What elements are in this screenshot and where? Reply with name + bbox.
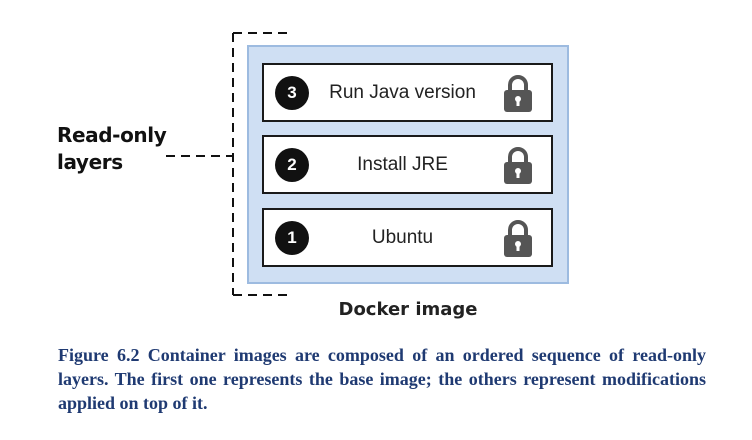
layer-1: 1 Ubuntu — [262, 208, 553, 267]
lock-icon — [504, 75, 532, 112]
figure-caption: Figure 6.2 Container images are composed… — [58, 345, 706, 413]
layer-number-badge: 2 — [275, 148, 309, 182]
layer-label: Ubuntu — [371, 226, 434, 248]
layer-number-badge: 1 — [275, 221, 309, 255]
lock-icon — [504, 220, 532, 257]
layer-number-badge: 3 — [275, 76, 309, 110]
layer-2: 2 Install JRE — [262, 135, 553, 194]
layer-label: Install JRE — [357, 153, 448, 175]
side-label-line1: Read-only — [57, 123, 167, 147]
read-only-layers-label: Read-only layers — [57, 122, 167, 176]
side-label-line2: layers — [57, 150, 123, 174]
layer-3: 3 Run Java version — [262, 63, 553, 122]
layer-label: Run Java version — [329, 81, 476, 103]
docker-image-label: Docker image — [338, 299, 478, 320]
lock-icon — [504, 147, 532, 184]
